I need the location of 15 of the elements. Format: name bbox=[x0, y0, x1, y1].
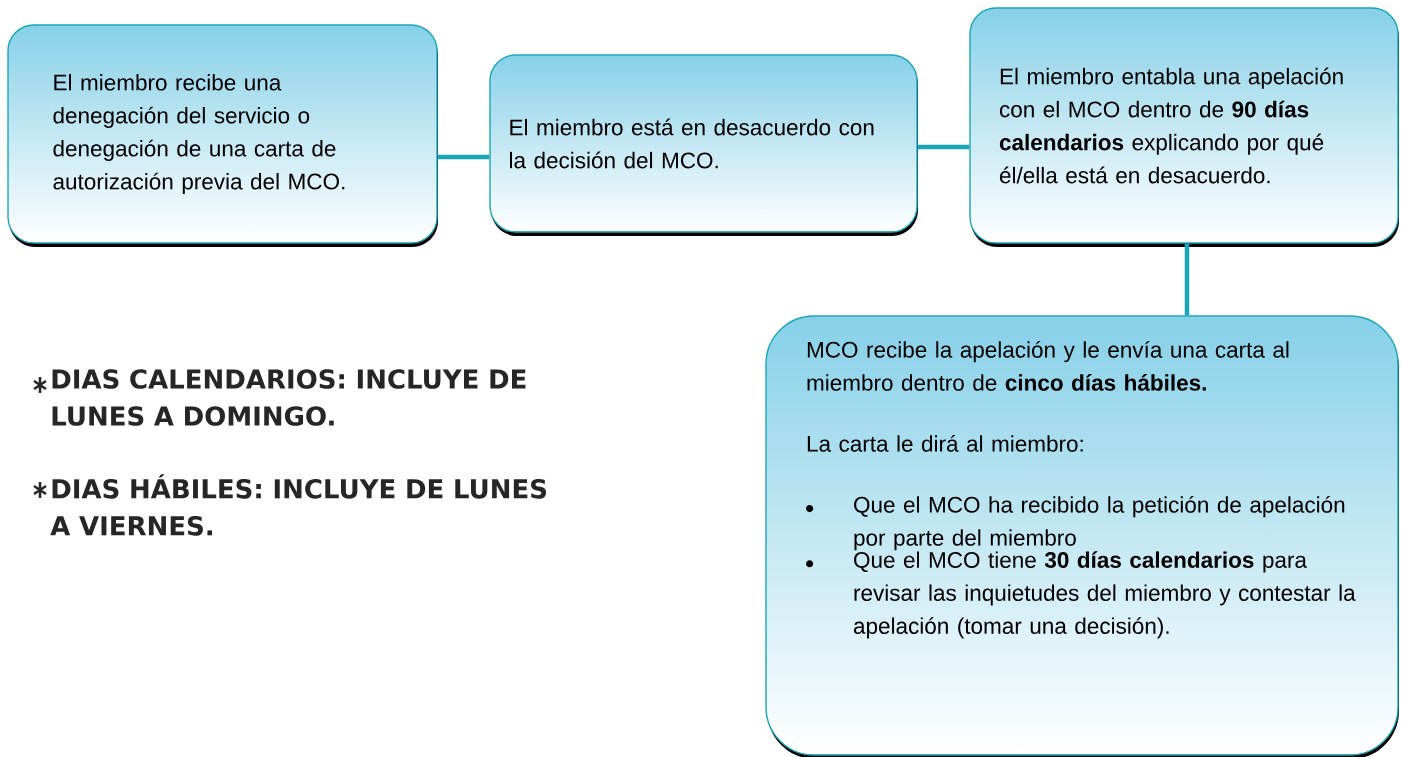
box-text: El miembro entabla una apelación con el MCO dentro de 90 días calendarios explicando por qué él/ella está en desacuerdo. bbox=[999, 67, 1343, 184]
box-text: El miembro recibe una denegación del servicio o denegación de una carta de autorización previa del MCO. bbox=[53, 74, 345, 194]
paragraph: La carta le dirá al miembro: bbox=[807, 435, 1083, 452]
process-box bbox=[765, 315, 1399, 757]
process-box bbox=[7, 24, 438, 247]
note-text: DIAS CALENDARIOS: INCLUYE DE LUNES A DOMINGO. bbox=[52, 369, 526, 426]
process-box bbox=[969, 7, 1399, 247]
connector-line bbox=[1184, 243, 1190, 316]
list-item: Que el MCO tiene 30 días calendarios para revisar las inquietudes del miembro y contestar la apelación (tomar una decisión). bbox=[853, 551, 1356, 639]
box-text: El miembro está en desacuerdo con la decisión del MCO. bbox=[510, 118, 874, 169]
note-text: DIAS HÁBILES: INCLUYE DE LUNES A VIERNES. bbox=[50, 474, 547, 536]
paragraph: MCO recibe la apelación y le envía una carta al miembro dentro de cinco días hábiles. bbox=[807, 341, 1289, 391]
connector-line bbox=[917, 144, 970, 150]
connector-line bbox=[437, 154, 490, 160]
process-box bbox=[489, 54, 918, 236]
